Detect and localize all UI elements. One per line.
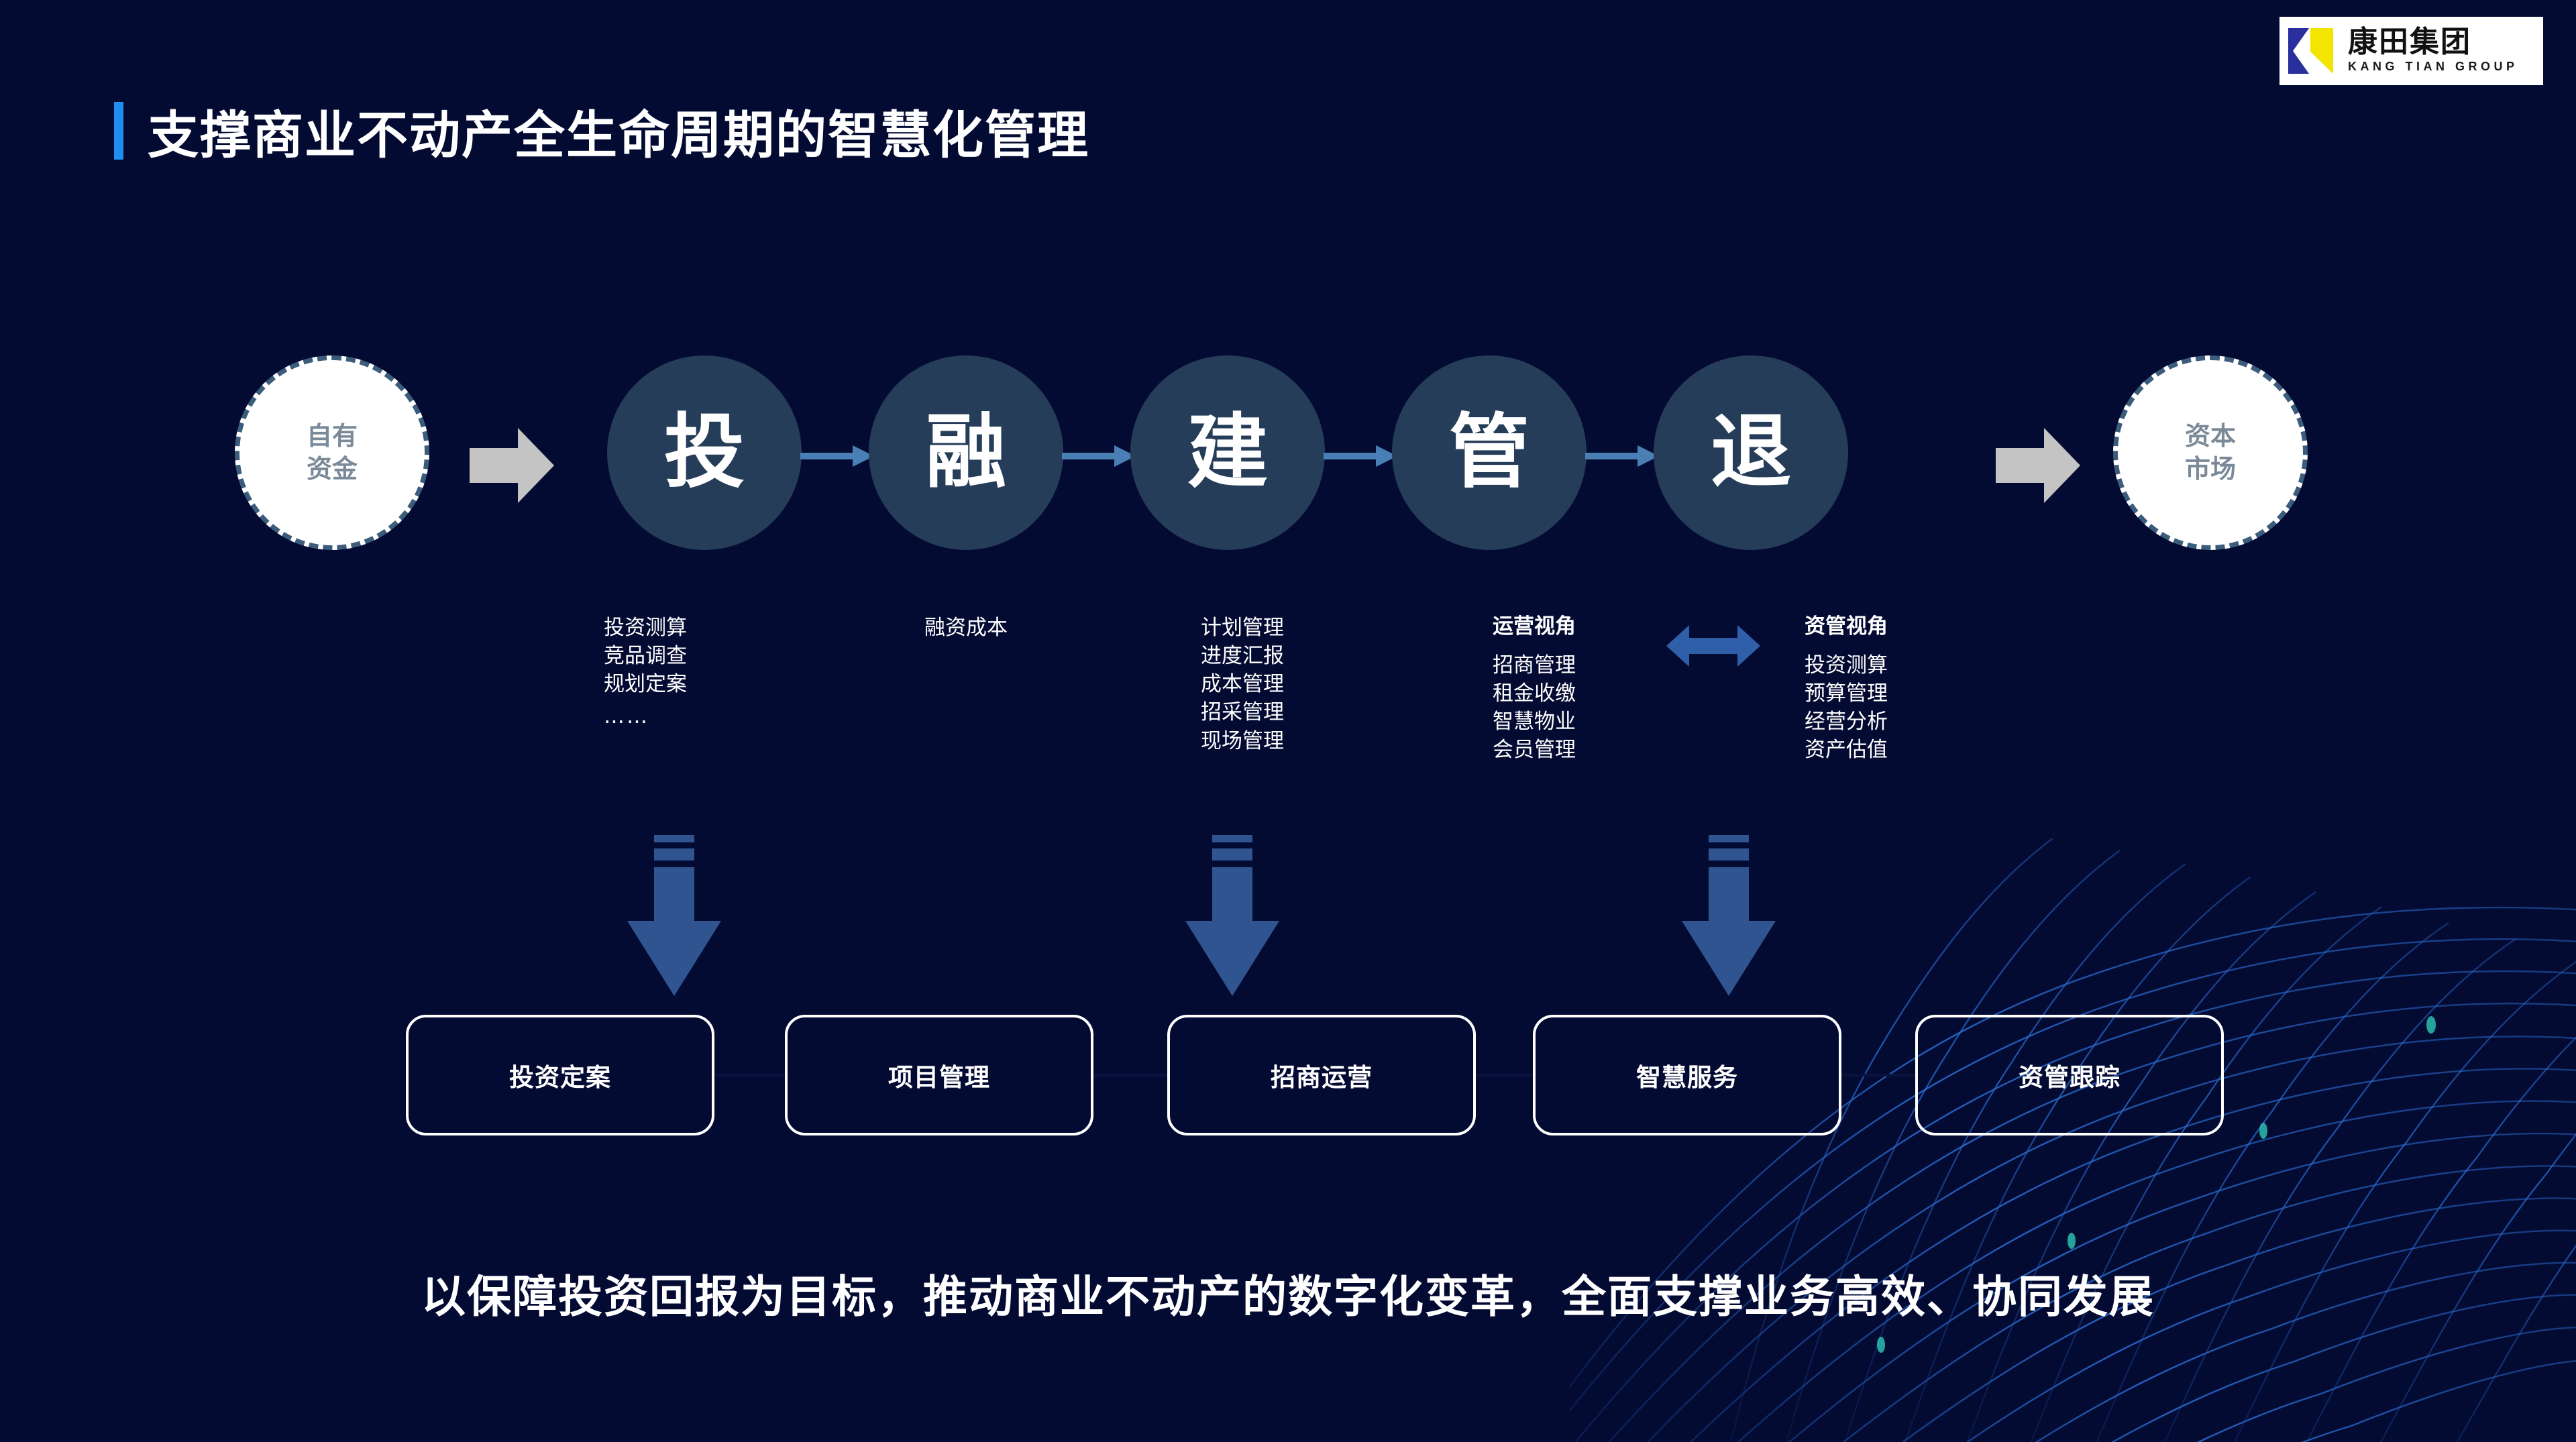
- box-link-3: [1476, 1074, 1533, 1076]
- flow-node-start[interactable]: 自有资金: [235, 355, 429, 550]
- detail-column-invest: 投资测算 竞品调查 规划定案 ……: [604, 614, 687, 731]
- detail-column-build: 计划管理 进度汇报 成本管理 招采管理 现场管理: [1201, 614, 1284, 755]
- outcome-box-project-management[interactable]: 项目管理: [785, 1015, 1093, 1135]
- flow-node-tui[interactable]: 退: [1654, 355, 1848, 550]
- flow-node-start-label: 自有资金: [306, 421, 358, 484]
- exit-arrow-icon: [1996, 428, 2080, 503]
- flow-node-jian[interactable]: 建: [1130, 355, 1325, 550]
- outcome-box-label: 项目管理: [888, 1063, 990, 1092]
- flow-node-tui-label: 退: [1711, 406, 1791, 499]
- list-item: 会员管理: [1493, 738, 1576, 763]
- down-arrow-1-icon: [627, 835, 721, 996]
- list-item: 现场管理: [1201, 728, 1284, 753]
- list-item: 融资成本: [924, 616, 1008, 640]
- outcome-box-label: 招商运营: [1271, 1063, 1373, 1092]
- brand-logo: 康田集团 KANG TIAN GROUP: [2279, 17, 2543, 85]
- down-arrow-2-icon: [1185, 835, 1279, 996]
- column-header: 资管视角: [1805, 614, 1888, 639]
- flow-node-end[interactable]: 资本市场: [2113, 355, 2308, 550]
- box-link-4: [1841, 1074, 1915, 1076]
- kang-tian-k-mark-icon: [2286, 25, 2339, 77]
- outcome-box-label: 智慧服务: [1636, 1063, 1738, 1092]
- connector-arrow-2-icon: [1062, 445, 1136, 467]
- outcome-box-asset-tracking[interactable]: 资管跟踪: [1915, 1015, 2224, 1135]
- page-title: 支撑商业不动产全生命周期的智慧化管理: [114, 94, 1089, 168]
- lifecycle-flow-row: 自有资金 投 融 建 管 退: [0, 355, 2576, 550]
- connector-arrow-1-icon: [800, 445, 874, 467]
- list-item: 智慧物业: [1493, 709, 1576, 734]
- flow-node-rong[interactable]: 融: [869, 355, 1063, 550]
- outcome-box-investment-decision[interactable]: 投资定案: [406, 1015, 714, 1135]
- entry-arrow-icon: [470, 428, 554, 503]
- flow-node-guan-label: 管: [1449, 406, 1529, 499]
- list-item: 规划定案: [604, 672, 687, 697]
- footer-statement: 以保障投资回报为目标，推动商业不动产的数字化变革，全面支撑业务高效、协同发展: [421, 1271, 2155, 1323]
- list-item-ellipsis: ……: [604, 704, 649, 729]
- bidirectional-arrow-icon: [1666, 625, 1760, 667]
- flow-node-rong-label: 融: [926, 406, 1006, 499]
- outcome-box-label: 资管跟踪: [2019, 1063, 2121, 1092]
- list-item: 进度汇报: [1201, 644, 1284, 669]
- list-item: 计划管理: [1201, 616, 1284, 640]
- outcome-box-label: 投资定案: [509, 1063, 611, 1092]
- box-link-1: [714, 1074, 785, 1076]
- list-item: 经营分析: [1805, 709, 1888, 734]
- connector-arrow-4-icon: [1585, 445, 1659, 467]
- connector-arrow-3-icon: [1324, 445, 1397, 467]
- list-item: 招商管理: [1493, 653, 1576, 677]
- list-item: 投资测算: [1805, 653, 1888, 677]
- outcome-box-smart-service[interactable]: 智慧服务: [1533, 1015, 1841, 1135]
- list-item: 资产估值: [1805, 738, 1888, 763]
- flow-node-jian-label: 建: [1187, 406, 1268, 499]
- column-header: 运营视角: [1493, 614, 1576, 639]
- flow-node-tou-label: 投: [664, 406, 745, 499]
- list-item: 租金收缴: [1493, 681, 1576, 706]
- flow-node-guan[interactable]: 管: [1392, 355, 1587, 550]
- detail-column-finance: 融资成本: [899, 614, 1033, 642]
- flow-node-tou[interactable]: 投: [607, 355, 802, 550]
- title-accent-bar: [114, 102, 123, 160]
- logo-english-name: KANG TIAN GROUP: [2348, 60, 2518, 74]
- down-arrow-3-icon: [1682, 835, 1776, 996]
- box-link-2: [1093, 1074, 1167, 1076]
- detail-column-asset-view: 资管视角 投资测算 预算管理 经营分析 资产估值: [1805, 614, 1888, 764]
- list-item: 预算管理: [1805, 681, 1888, 706]
- list-item: 招采管理: [1201, 700, 1284, 725]
- outcome-box-leasing-operation[interactable]: 招商运营: [1167, 1015, 1476, 1135]
- page-title-text: 支撑商业不动产全生命周期的智慧化管理: [148, 105, 1089, 165]
- list-item: 投资测算: [604, 616, 687, 640]
- list-item: 成本管理: [1201, 672, 1284, 697]
- logo-chinese-name: 康田集团: [2348, 25, 2471, 60]
- list-item: 竞品调查: [604, 644, 687, 669]
- detail-column-operation-view: 运营视角 招商管理 租金收缴 智慧物业 会员管理: [1493, 614, 1576, 764]
- flow-node-end-label: 资本市场: [2184, 421, 2236, 484]
